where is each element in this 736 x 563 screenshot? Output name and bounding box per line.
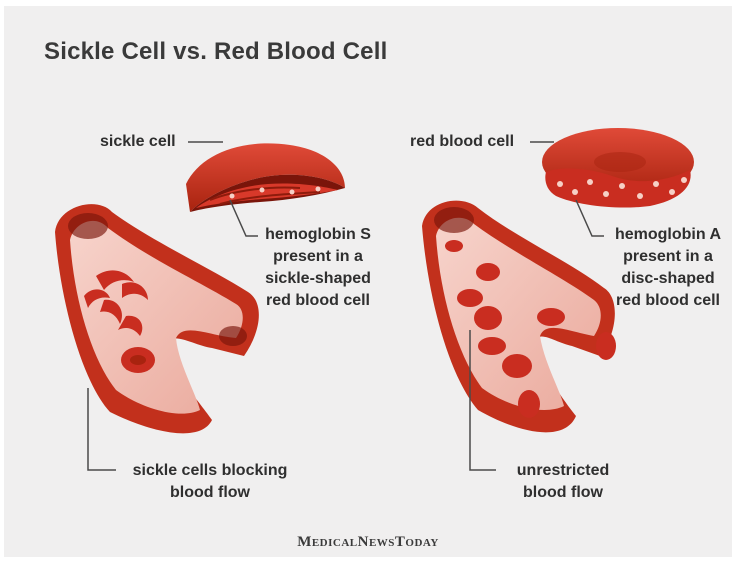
hemoglobin-s-caption: hemoglobin S present in a sickle-shaped … — [258, 224, 378, 312]
hemoglobin-a-line-3: disc-shaped — [606, 268, 730, 290]
sickle-cell-illustration — [186, 143, 345, 212]
red-blood-cell-illustration — [542, 128, 694, 208]
hemoglobin-a-line-1: hemoglobin A — [606, 224, 730, 246]
hemoglobin-s-line-4: red blood cell — [258, 290, 378, 312]
healthy-flow-line-2: blood flow — [498, 482, 628, 504]
sickle-vessel — [55, 204, 259, 433]
healthy-flow-line-1: unrestricted — [498, 460, 628, 482]
sickle-flow-caption: sickle cells blocking blood flow — [120, 460, 300, 504]
hemoglobin-s-line-3: sickle-shaped — [258, 268, 378, 290]
sickle-cell-label: sickle cell — [100, 131, 176, 153]
healthy-vessel — [422, 201, 616, 433]
hemoglobin-a-line-2: present in a — [606, 246, 730, 268]
hemoglobin-s-leader-line — [230, 200, 258, 236]
brand-logo: MedicalNewsToday — [0, 534, 736, 551]
healthy-flow-caption: unrestricted blood flow — [498, 460, 628, 504]
hemoglobin-s-line-1: hemoglobin S — [258, 224, 378, 246]
hemoglobin-s-line-2: present in a — [258, 246, 378, 268]
red-blood-cell-label: red blood cell — [410, 131, 514, 153]
sickle-flow-line-2: blood flow — [120, 482, 300, 504]
sickle-flow-line-1: sickle cells blocking — [120, 460, 300, 482]
hemoglobin-a-caption: hemoglobin A present in a disc-shaped re… — [606, 224, 730, 312]
hemoglobin-a-line-4: red blood cell — [606, 290, 730, 312]
